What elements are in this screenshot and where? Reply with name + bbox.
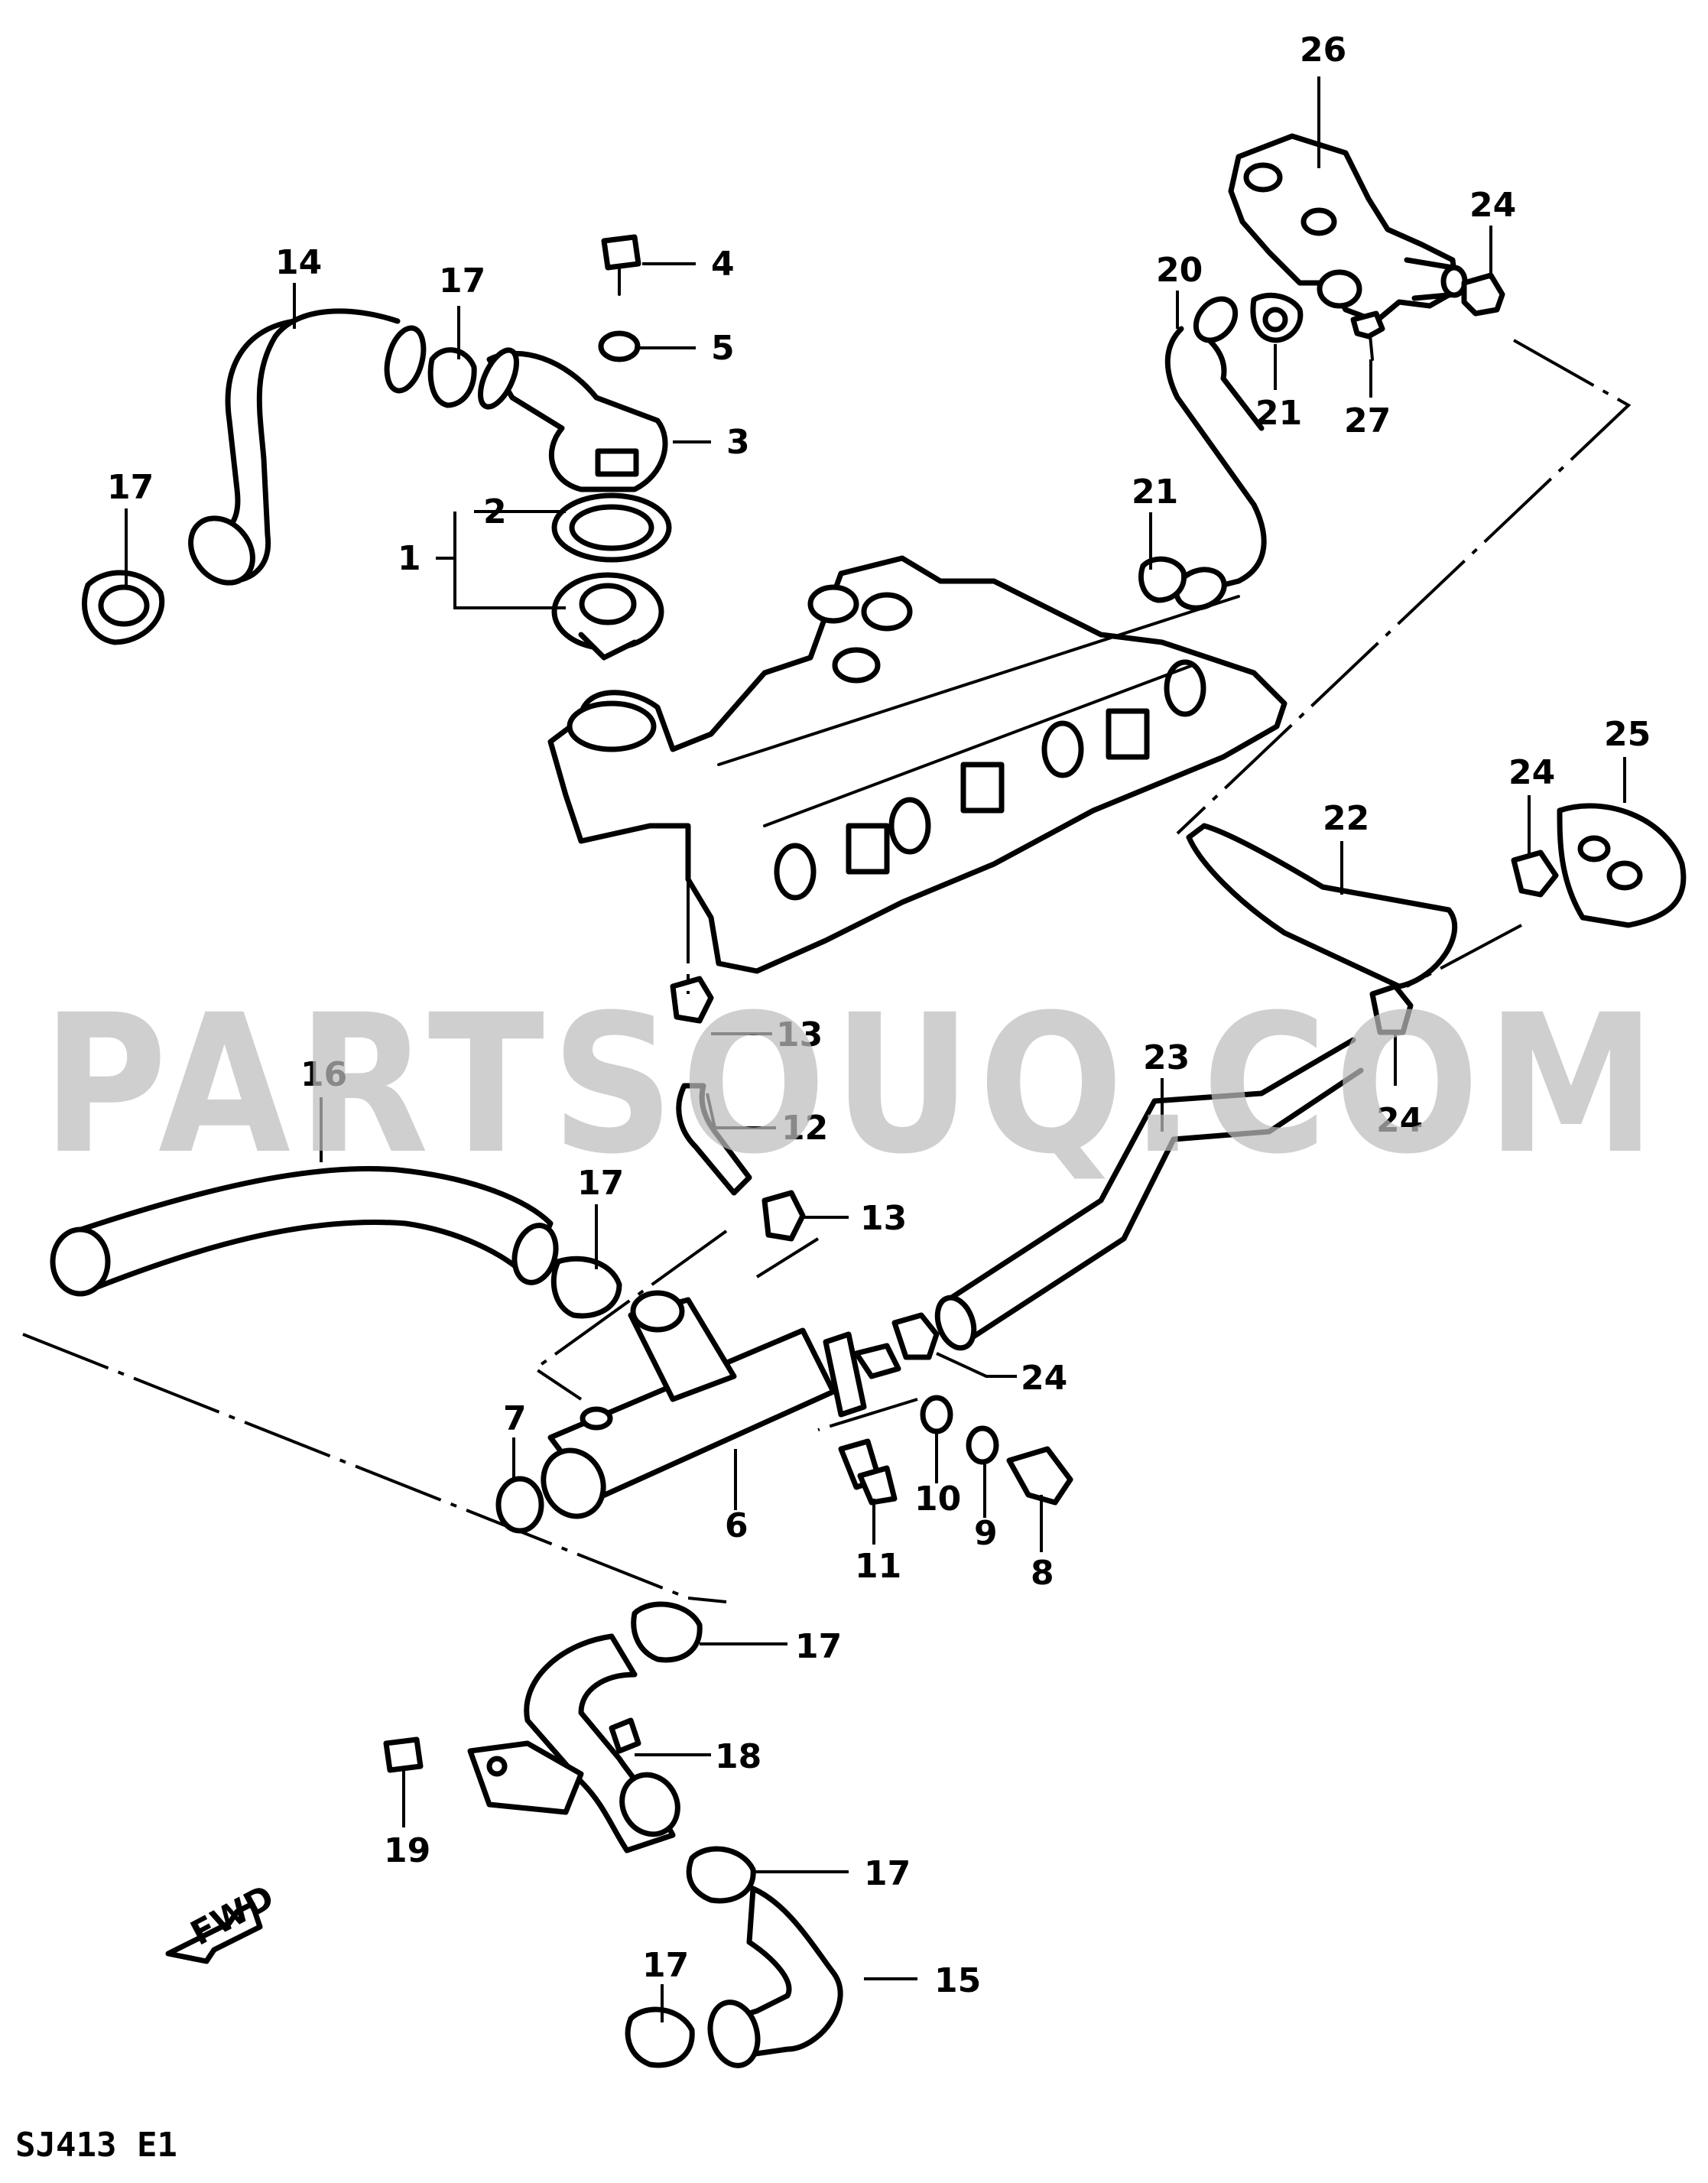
callout-21: 21 [1255, 394, 1302, 433]
part-13-clamp-lower [761, 1190, 806, 1242]
part-24-clamp-23 [1369, 983, 1414, 1035]
part-13-clamp-upper [670, 976, 714, 1024]
callout-22: 22 [1323, 799, 1369, 838]
part-18-bolt [609, 1717, 641, 1754]
part-5-washer [598, 330, 641, 362]
part-27-sensor-screw [1350, 310, 1385, 361]
fwd-arrow-icon: FWD [165, 1878, 281, 1964]
part-1-thermostat [551, 572, 664, 661]
callout-24: 24 [1021, 1359, 1067, 1398]
part-2-gasket [551, 492, 672, 563]
part-19-bolt [383, 1736, 424, 1795]
callout-15: 15 [934, 1961, 981, 2000]
callout-6: 6 [725, 1506, 748, 1545]
callout-3: 3 [726, 423, 750, 462]
part-10-washer [920, 1395, 953, 1434]
part-6-water-inlet-pipe [541, 1290, 901, 1519]
callout-17: 17 [642, 1946, 689, 1985]
callout-21: 21 [1132, 473, 1178, 512]
part-24-clamp-23-lower [891, 1312, 940, 1360]
intake-manifold [547, 555, 1287, 974]
part-25-heater-plate [1557, 803, 1687, 928]
callout-19: 19 [384, 1831, 430, 1870]
callout-27: 27 [1344, 401, 1391, 440]
callout-26: 26 [1300, 31, 1346, 70]
callout-13: 13 [776, 1015, 823, 1054]
callout-8: 8 [1031, 1554, 1054, 1593]
part-23-heater-hose [934, 1037, 1364, 1351]
callout-4: 4 [711, 245, 735, 284]
part-17-clamp-14-left [82, 570, 165, 645]
callout-14: 14 [275, 243, 322, 282]
part-17-clamp-16 [550, 1256, 622, 1319]
part-16-radiator-outlet-hose [50, 1165, 559, 1297]
part-12-small-hose [676, 1083, 752, 1196]
part-17-clamp-15-upper [686, 1846, 756, 1904]
callout-17: 17 [795, 1627, 842, 1666]
callout-24: 24 [1508, 753, 1555, 792]
part-18-water-pipe [524, 1633, 680, 1853]
part-7-o-ring [495, 1476, 544, 1534]
callout-24: 24 [1469, 186, 1516, 225]
callout-5: 5 [711, 329, 735, 368]
diagram-code: SJ413 E1 [15, 2126, 177, 2165]
part-17-clamp-14-right [427, 347, 477, 408]
callout-17: 17 [439, 262, 485, 300]
part-26-water-outlet-housing [1228, 133, 1468, 324]
part-21-hose-clamp-lower [1138, 556, 1187, 603]
callout-17: 17 [577, 1164, 624, 1203]
callout-24: 24 [1376, 1101, 1423, 1140]
leader-lines [125, 76, 1626, 2022]
callout-1: 1 [398, 539, 421, 578]
callout-17: 17 [107, 468, 154, 507]
callout-18: 18 [715, 1737, 761, 1776]
callout-20: 20 [1156, 251, 1203, 290]
callout-25: 25 [1604, 715, 1651, 754]
part-14-radiator-inlet-hose [188, 308, 427, 586]
assembly-dash-lines [22, 339, 1632, 1603]
part-21-hose-clamp-upper [1250, 292, 1304, 343]
part-8-bolt [1006, 1446, 1073, 1506]
callout-7: 7 [503, 1399, 527, 1438]
part-4-bolt [601, 234, 641, 296]
watermark: PARTSOUQ.COM [42, 973, 1663, 1196]
callout-12: 12 [781, 1109, 828, 1148]
part-17-clamp-18-upper [631, 1601, 703, 1663]
part-callouts: 26 24 20 21 27 14 17 4 5 3 2 1 17 21 25 … [107, 31, 1651, 2000]
part-15-bypass-hose [707, 1886, 843, 2068]
part-11-bolt [838, 1438, 898, 1506]
part-20-bypass-hose [1164, 296, 1267, 611]
callout-13: 13 [860, 1199, 907, 1238]
part-24-hose-clamp-top [1461, 272, 1505, 317]
part-3-thermostat-cap [478, 347, 668, 492]
part-18-bracket [467, 1740, 584, 1815]
callout-23: 23 [1143, 1038, 1190, 1077]
callout-2: 2 [483, 492, 507, 531]
part-17-clamp-15-lower [625, 2006, 695, 2068]
callout-10: 10 [914, 1480, 961, 1519]
callout-16: 16 [300, 1055, 347, 1094]
callout-9: 9 [974, 1514, 998, 1553]
callout-11: 11 [855, 1547, 901, 1586]
part-24-clamp-25 [1511, 849, 1559, 898]
callout-17: 17 [864, 1854, 911, 1893]
part-22-heater-hose [1186, 823, 1458, 989]
part-9-washer [966, 1425, 999, 1465]
